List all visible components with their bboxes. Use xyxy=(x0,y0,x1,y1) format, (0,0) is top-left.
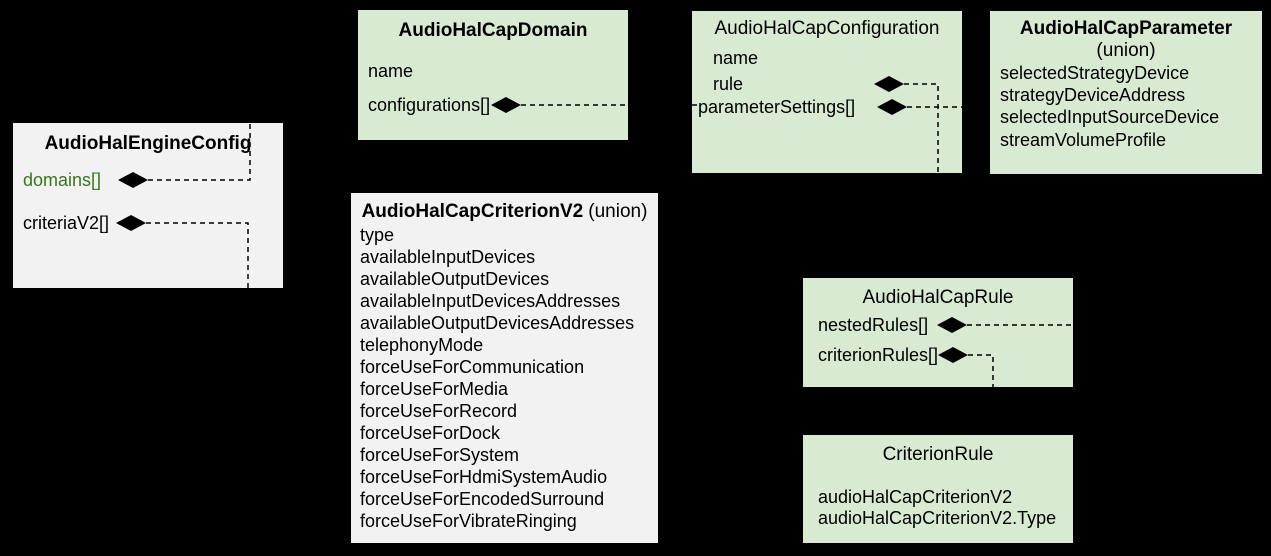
field-force-use-for-record: forceUseForRecord xyxy=(360,401,518,421)
class-title: AudioHalEngineConfig xyxy=(44,133,252,154)
field-force-use-for-system: forceUseForSystem xyxy=(360,445,520,465)
class-box-audio-hal-cap-configuration: AudioHalCapConfiguration name rule param… xyxy=(692,11,962,173)
field-criterion-rules: criterionRules[] xyxy=(818,345,939,365)
field-available-output-devices-addresses: availableOutputDevicesAddresses xyxy=(360,313,635,333)
field-name: name xyxy=(713,48,759,68)
field-force-use-for-encoded-surround: forceUseForEncodedSurround xyxy=(360,489,605,509)
field-force-use-for-dock: forceUseForDock xyxy=(360,423,501,443)
class-title: CriterionRule xyxy=(882,444,994,465)
class-box-audio-hal-cap-criterion-v2: AudioHalCapCriterionV2(union) type avail… xyxy=(351,193,658,543)
field-selected-strategy-device: selectedStrategyDevice xyxy=(1000,63,1190,83)
class-title-line: AudioHalCapCriterionV2(union) xyxy=(351,201,658,223)
class-subtitle-union: (union) xyxy=(1096,40,1156,61)
field-available-input-devices-addresses: availableInputDevicesAddresses xyxy=(360,291,621,311)
field-force-use-for-hdmi-system-audio: forceUseForHdmiSystemAudio xyxy=(360,467,608,487)
class-subtitle-union: (union) xyxy=(588,201,648,222)
class-title: AudioHalCapDomain xyxy=(398,20,588,41)
field-audio-hal-cap-criterion-v2: audioHalCapCriterionV2 xyxy=(818,487,1013,507)
class-box-audio-hal-engine-config: AudioHalEngineConfig domains[] criteriaV… xyxy=(13,123,283,288)
field-nested-rules: nestedRules[] xyxy=(818,315,929,335)
class-title: AudioHalCapRule xyxy=(862,287,1014,308)
field-audio-hal-cap-criterion-v2-type: audioHalCapCriterionV2.Type xyxy=(818,508,1057,528)
class-title: AudioHalCapConfiguration xyxy=(714,18,940,39)
class-box-audio-hal-cap-rule: AudioHalCapRule nestedRules[] criterionR… xyxy=(803,278,1073,387)
field-telephony-mode: telephonyMode xyxy=(360,335,484,355)
field-selected-input-source-device: selectedInputSourceDevice xyxy=(1000,107,1220,127)
field-strategy-device-address: strategyDeviceAddress xyxy=(1000,85,1186,105)
field-criteria-v2: criteriaV2[] xyxy=(23,213,110,233)
field-force-use-for-media: forceUseForMedia xyxy=(360,379,509,399)
field-rule: rule xyxy=(713,74,744,94)
field-configurations: configurations[] xyxy=(368,95,491,115)
class-title: AudioHalCapCriterionV2 xyxy=(361,201,584,222)
class-box-audio-hal-cap-parameter: AudioHalCapParameter (union) selectedStr… xyxy=(990,11,1262,174)
field-domains: domains[] xyxy=(23,170,102,190)
class-box-criterion-rule: CriterionRule audioHalCapCriterionV2 aud… xyxy=(803,435,1073,543)
field-parameter-settings: parameterSettings[] xyxy=(698,97,856,117)
field-name: name xyxy=(368,61,414,81)
field-available-output-devices: availableOutputDevices xyxy=(360,269,550,289)
field-type: type xyxy=(360,225,395,245)
field-force-use-for-communication: forceUseForCommunication xyxy=(360,357,585,377)
field-stream-volume-profile: streamVolumeProfile xyxy=(1000,130,1167,150)
field-available-input-devices: availableInputDevices xyxy=(360,247,536,267)
field-force-use-for-vibrate-ringing: forceUseForVibrateRinging xyxy=(360,511,577,531)
class-title: AudioHalCapParameter xyxy=(1019,18,1233,39)
class-box-audio-hal-cap-domain: AudioHalCapDomain name configurations[] xyxy=(358,10,628,140)
